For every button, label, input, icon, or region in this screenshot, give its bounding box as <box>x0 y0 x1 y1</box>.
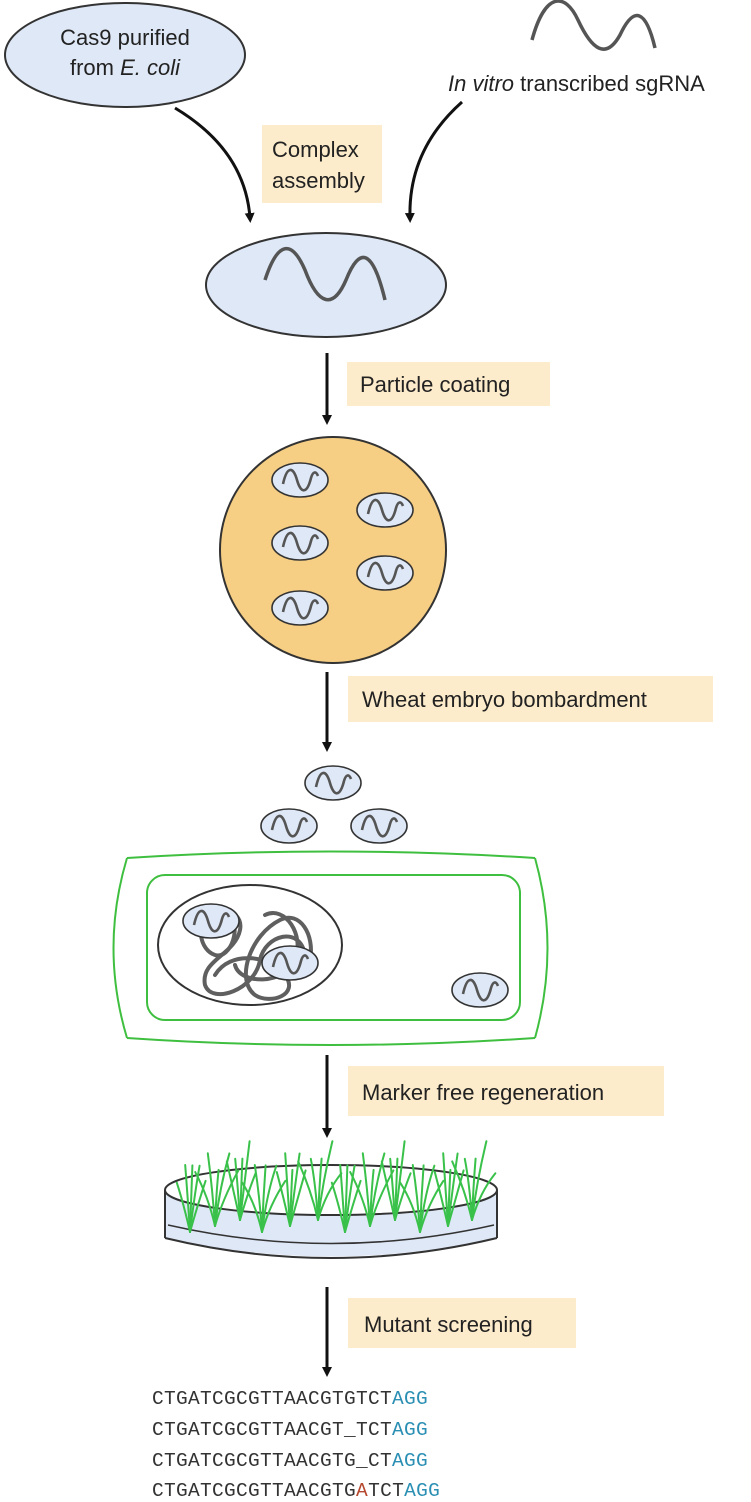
regeneration-label: Marker free regeneration <box>362 1080 604 1105</box>
particle-coating-label: Particle coating <box>360 372 510 397</box>
arrow-cas9 <box>174 106 255 223</box>
pam-sequence: AGG <box>392 1419 429 1441</box>
regeneration-box <box>348 1066 664 1116</box>
seedling-blade <box>394 1172 412 1221</box>
screening-box <box>348 1298 576 1348</box>
seedling-blade <box>447 1169 465 1227</box>
regenerated-seedlings <box>175 1140 497 1233</box>
complex-assembly-label-line2: assembly <box>272 168 365 193</box>
seedling-blade <box>317 1172 343 1221</box>
pam-sequence: AGG <box>392 1388 429 1410</box>
seedling-blade <box>239 1140 251 1221</box>
wheat-cell <box>112 850 549 1046</box>
seedling-blade <box>471 1172 497 1221</box>
seedling-blade <box>419 1179 445 1233</box>
sequence-row: CTGATCGCGTTAACGT_TCTAGG <box>152 1419 429 1441</box>
rnp-complex <box>205 232 447 338</box>
rnp-in-nucleus <box>260 944 320 982</box>
seedling-blade <box>394 1140 406 1221</box>
rnp-in-cytoplasm <box>450 971 510 1009</box>
particle-coating-box <box>347 362 550 406</box>
seedling-blade <box>317 1140 334 1221</box>
seedling-blade <box>447 1152 459 1227</box>
cas9-label: Cas9 purified <box>60 25 190 50</box>
seedling-blade <box>239 1172 257 1221</box>
rnp-sgrna-wave-icon <box>263 247 387 302</box>
seedling-blade <box>289 1152 301 1227</box>
sgrna-wave-icon <box>530 0 657 51</box>
arrow-sgrna <box>404 100 463 223</box>
rnp-on-particle <box>270 589 330 627</box>
seedling-blade <box>214 1152 231 1227</box>
seedling-blade <box>471 1140 488 1221</box>
seedling-blade <box>344 1179 362 1233</box>
seedling-blade <box>261 1164 278 1233</box>
coated-particle <box>219 436 447 664</box>
rnp-free <box>303 764 363 802</box>
rnp-in-nucleus <box>181 902 241 940</box>
rnp-on-particle <box>270 461 330 499</box>
complex-assembly-label: Complex <box>272 137 359 162</box>
rnp-free <box>349 807 409 845</box>
seedling-blade <box>419 1164 436 1233</box>
screening-label: Mutant screening <box>364 1312 533 1337</box>
seedling-blade <box>189 1179 207 1233</box>
rnp-free <box>259 807 319 845</box>
pam-sequence: AGG <box>404 1480 441 1502</box>
seedling-blade <box>344 1164 356 1233</box>
seedling-blade <box>369 1152 386 1227</box>
bombardment-label: Wheat embryo bombardment <box>362 687 647 712</box>
sequence-row: CTGATCGCGTTAACGTGATCTAGG <box>152 1480 441 1502</box>
sequence-row: CTGATCGCGTTAACGTGTCTAGG <box>152 1388 429 1410</box>
rnp-on-particle <box>355 491 415 529</box>
cas9-label-line2: from E. coli <box>70 55 181 80</box>
bombardment-box <box>348 676 713 722</box>
sgrna-label: In vitro transcribed sgRNA <box>448 71 705 96</box>
sequence-row: CTGATCGCGTTAACGTG_CTAGG <box>152 1450 429 1472</box>
cas9-ellipse <box>4 2 246 108</box>
seedling-blade <box>189 1164 201 1233</box>
rnp-on-particle <box>355 554 415 592</box>
seedling-blade <box>261 1179 287 1233</box>
insertion-base: A <box>356 1480 369 1502</box>
complex-assembly-box <box>262 125 382 203</box>
pam-sequence: AGG <box>392 1450 429 1472</box>
rnp-on-particle <box>270 524 330 562</box>
